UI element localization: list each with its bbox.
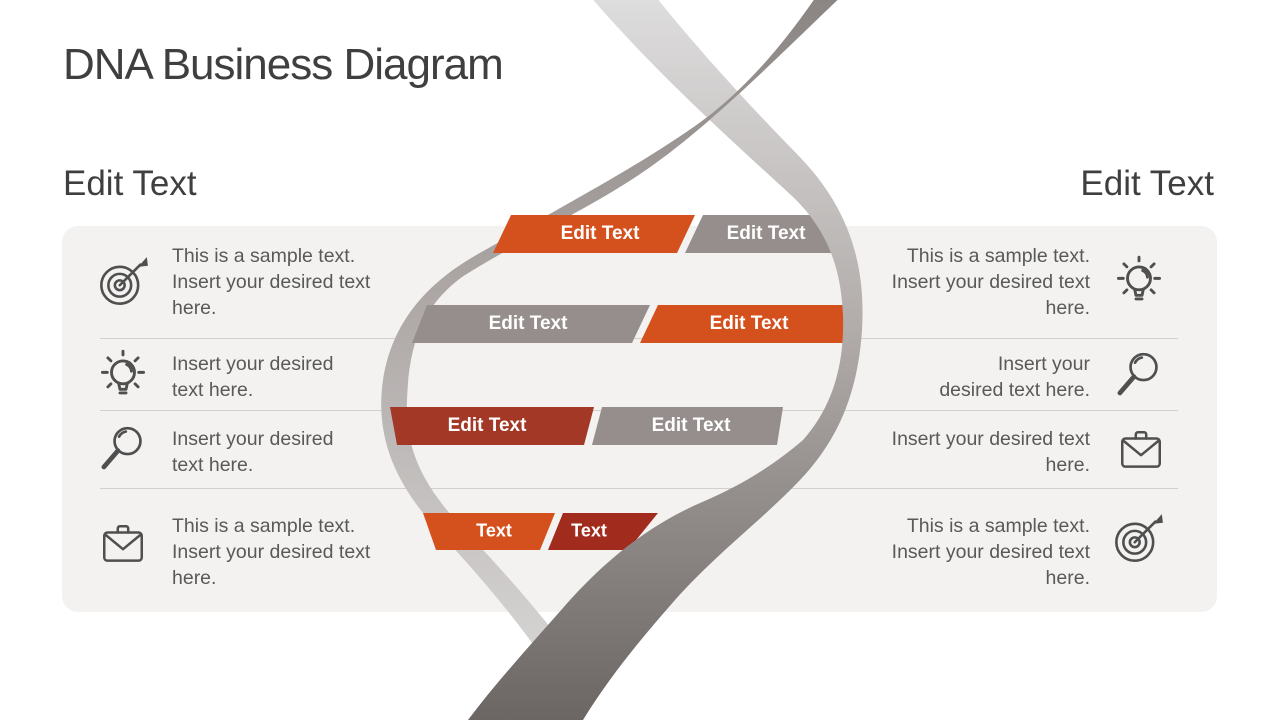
right-row1-text[interactable]: This is a sample text. Insert your desir…	[891, 245, 1090, 319]
right-row2-text[interactable]: Insert your desired text here.	[939, 353, 1090, 401]
lightbulb-icon	[1110, 253, 1168, 311]
magnifier-icon	[1112, 348, 1166, 402]
target-icon	[1112, 513, 1164, 565]
bar-row1-right[interactable]	[685, 215, 846, 253]
left-row3-text[interactable]: Insert your desired text here.	[172, 428, 334, 476]
dna-bars	[390, 215, 858, 550]
dna-strand-back-crossing	[556, 0, 838, 210]
left-row1-text[interactable]: This is a sample text. Insert your desir…	[172, 245, 371, 319]
target-icon	[97, 256, 149, 308]
lightbulb-icon	[94, 347, 152, 405]
dna-strand-front	[468, 0, 863, 720]
magnifier-icon	[96, 422, 150, 476]
briefcase-icon	[98, 520, 148, 568]
bar-row4-left-label[interactable]: Text	[476, 520, 512, 541]
bar-row1-left-label[interactable]: Edit Text	[560, 223, 640, 244]
slide-title[interactable]: DNA Business Diagram	[63, 40, 504, 89]
left-row4-text[interactable]: This is a sample text. Insert your desir…	[172, 515, 371, 589]
bar-row4-left[interactable]	[423, 513, 555, 550]
right-heading[interactable]: Edit Text	[1080, 164, 1214, 203]
left-heading[interactable]: Edit Text	[63, 164, 197, 203]
right-row3-text[interactable]: Insert your desired text here.	[891, 428, 1090, 476]
bar-row2-right[interactable]	[640, 305, 858, 343]
bar-row2-left[interactable]	[412, 305, 650, 343]
bar-row3-left[interactable]	[390, 407, 594, 445]
bar-row4-right-label[interactable]: Text	[571, 520, 607, 541]
row-divider	[100, 488, 1178, 489]
bar-row3-right[interactable]	[592, 407, 783, 445]
left-row2-text[interactable]: Insert your desired text here.	[172, 353, 334, 401]
bar-row3-right-label[interactable]: Edit Text	[651, 415, 731, 436]
bar-row1-right-label[interactable]: Edit Text	[726, 223, 806, 244]
right-row4-text[interactable]: This is a sample text. Insert your desir…	[891, 515, 1090, 589]
bar-row4-right[interactable]	[548, 513, 658, 550]
row-divider	[100, 338, 1178, 339]
bar-row1-left[interactable]	[493, 215, 695, 253]
bar-row2-right-label[interactable]: Edit Text	[709, 313, 789, 334]
bar-row2-left-label[interactable]: Edit Text	[488, 313, 568, 334]
briefcase-icon	[1116, 426, 1166, 474]
bar-row3-left-label[interactable]: Edit Text	[447, 415, 527, 436]
